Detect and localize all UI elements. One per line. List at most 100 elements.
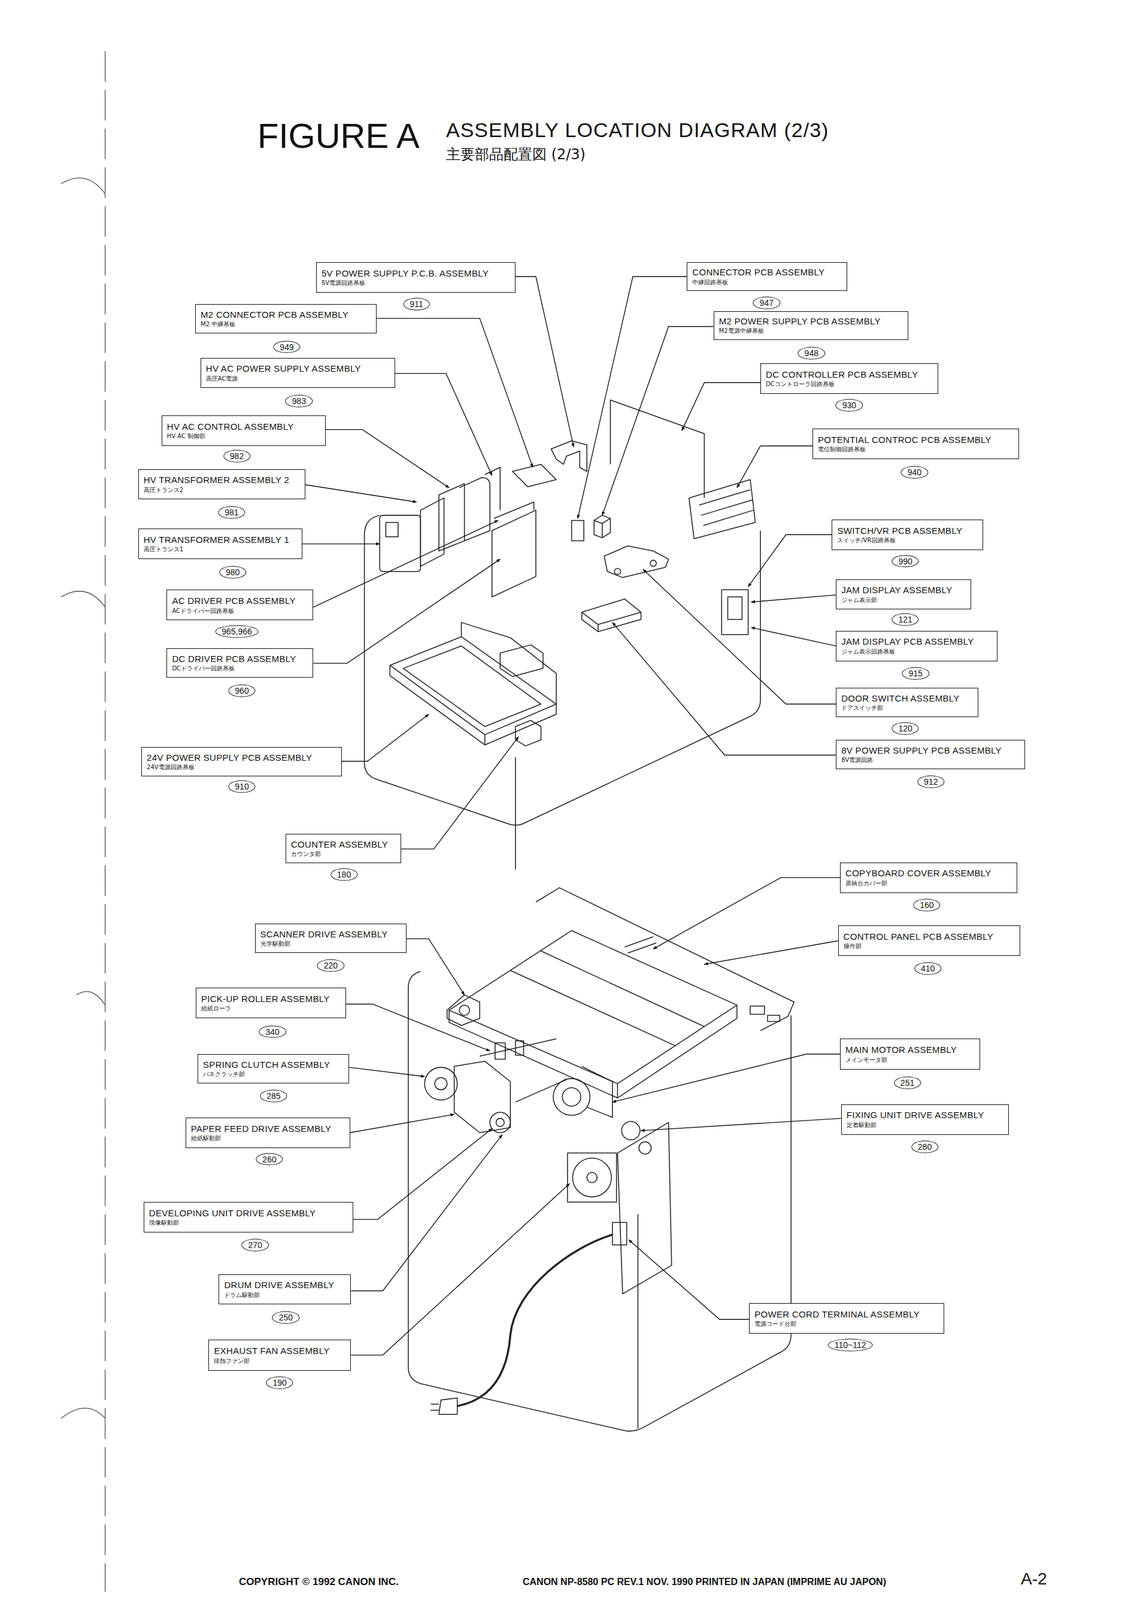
paper-feed-plate — [454, 1061, 511, 1133]
m2-power-pcb — [593, 515, 611, 539]
assembly-label-box: HV AC CONTROL ASSEMBLYHV AC 制御部 — [161, 415, 326, 447]
assembly-name-ja: ジャム表示回路基板 — [841, 648, 993, 656]
binder-marks — [61, 50, 105, 1593]
leader-lines — [302, 276, 842, 1356]
assembly-name-ja: 電源コード台部 — [754, 1320, 939, 1328]
8v-power-pcb — [581, 599, 642, 633]
motor-bracket — [581, 1066, 613, 1118]
assembly-name-ja: バネクラッチ部 — [202, 1071, 344, 1079]
diagram-title: ASSEMBLY LOCATION DIAGRAM (2/3) — [446, 119, 829, 141]
assembly-name: SWITCH/VR PCB ASSEMBLY — [837, 525, 978, 536]
assembly-label-box: SCANNER DRIVE ASSEMBLY光学駆動部 — [255, 923, 407, 954]
leader-line — [349, 1067, 425, 1077]
assembly-name-ja: 給紙ローラ — [201, 1005, 341, 1013]
hv-transformer-1 — [379, 515, 421, 572]
door-switch — [604, 546, 669, 578]
exhaust-fan-frame — [567, 1153, 617, 1203]
assembly-name-ja: 電位制御回路基板 — [817, 446, 1014, 454]
door-switch-detail — [650, 560, 657, 567]
callout-number: 251 — [893, 1076, 921, 1090]
page-number: A-2 — [1020, 1571, 1048, 1588]
callout-number: 912 — [917, 775, 945, 788]
callout-number: 220 — [317, 959, 345, 972]
callout-number: 980 — [219, 566, 247, 579]
assembly-name: DEVELOPING UNIT DRIVE ASSEMBLY — [149, 1208, 348, 1219]
assembly-name-ja: M2電源中継基板 — [719, 327, 903, 335]
fixing-gear — [638, 1142, 651, 1155]
assembly-name-ja: 高圧トランス1 — [143, 546, 297, 554]
copyboard-edge — [449, 1005, 738, 1099]
main-motor — [553, 1078, 590, 1116]
assembly-name: COUNTER ASSEMBLY — [290, 839, 396, 850]
assembly-label-box: SWITCH/VR PCB ASSEMBLYスイッチ/VR回路基板 — [831, 519, 984, 551]
transformer-detail — [385, 522, 398, 538]
assembly-name: HV AC CONTROL ASSEMBLY — [167, 421, 321, 432]
control-panel-key — [750, 1006, 765, 1015]
control-panel-key — [767, 1015, 780, 1022]
terminal-socket — [612, 1222, 627, 1246]
assembly-label-box: M2 POWER SUPPLY PCB ASSEMBLYM2電源中継基板 — [713, 311, 909, 341]
leader-line — [704, 941, 838, 965]
copyboard-cover — [535, 887, 794, 1032]
assembly-name-ja: DCコントローラ回路基板 — [765, 380, 933, 388]
callout-number: 250 — [272, 1311, 300, 1324]
assembly-label-box: AC DRIVER PCB ASSEMBLYACドライバー回路基板 — [166, 589, 314, 621]
callout-number: 410 — [914, 962, 942, 975]
callout-number: 990 — [891, 555, 919, 568]
assembly-label-box: M2 CONNECTOR PCB ASSEMBLYM2 中継基板 — [195, 304, 377, 334]
assembly-name: FIXING UNIT DRIVE ASSEMBLY — [846, 1110, 1004, 1121]
assembly-name-ja: 8V電源回路 — [841, 756, 1020, 764]
assembly-name-ja: 24V電源回路基板 — [146, 763, 337, 772]
drive-shaft — [515, 1080, 567, 1103]
hv-transformer-2 — [420, 498, 444, 567]
leader-line — [653, 877, 841, 949]
leader-line — [405, 938, 465, 996]
assembly-name: 8V POWER SUPPLY PCB ASSEMBLY — [841, 745, 1020, 756]
assembly-label-box: EXHAUST FAN ASSEMBLY排熱ファン部 — [208, 1339, 351, 1371]
callout-number: 120 — [891, 722, 919, 736]
lower-body-outline — [408, 971, 791, 1432]
callout-number: 121 — [891, 613, 919, 626]
assembly-name: HV TRANSFORMER ASSEMBLY 2 — [143, 474, 300, 485]
leader-line — [643, 569, 836, 705]
leader-line — [401, 737, 519, 850]
footer-text: CANON NP-8580 PC REV.1 NOV. 1990 PRINTED… — [522, 1577, 887, 1588]
power-plug — [430, 1398, 457, 1415]
assembly-name-ja: ドアスイッチ部 — [841, 704, 973, 712]
m2-connector-pcb — [512, 464, 557, 488]
leader-line — [751, 595, 836, 603]
leader-line — [302, 543, 381, 545]
assembly-name: HV AC POWER SUPPLY ASSEMBLY — [205, 363, 390, 374]
assembly-name: PAPER FEED DRIVE ASSEMBLY — [190, 1123, 345, 1134]
assembly-label-box: MAIN MOTOR ASSEMBLYメインモータ部 — [840, 1038, 981, 1070]
assembly-label-box: CONTROL PANEL PCB ASSEMBLY操作部 — [838, 925, 1021, 957]
pickup-roller — [515, 1041, 524, 1056]
leader-line — [681, 382, 761, 431]
leader-line — [641, 1118, 842, 1131]
assembly-name: CONNECTOR PCB ASSEMBLY — [692, 267, 842, 278]
tray-part — [499, 644, 544, 677]
potential-control-pcb — [689, 479, 756, 539]
assembly-name: EXHAUST FAN ASSEMBLY — [213, 1345, 346, 1357]
assembly-label-box: POTENTIAL CONTROC PCB ASSEMBLY電位制御回路基板 — [812, 428, 1020, 460]
upper-body-outline — [364, 515, 761, 826]
assembly-name: SPRING CLUTCH ASSEMBLY — [202, 1059, 344, 1070]
assembly-label-box: JAM DISPLAY ASSEMBLYジャム表示部 — [835, 579, 972, 609]
spring-clutch-hub — [434, 1077, 447, 1090]
assembly-label-box: CONNECTOR PCB ASSEMBLY中継回路基板 — [686, 262, 848, 291]
assembly-name-ja: 操作部 — [843, 943, 1015, 951]
assembly-name-ja: 給紙駆動部 — [190, 1135, 345, 1143]
24v-power-pcb — [402, 646, 541, 727]
pickup-shaft — [479, 1038, 557, 1057]
callout-number: 910 — [228, 780, 256, 794]
copyboard-divider — [510, 951, 705, 1047]
assembly-label-box: 8V POWER SUPPLY PCB ASSEMBLY8V電源回路 — [835, 740, 1026, 770]
callout-number: 285 — [259, 1090, 287, 1103]
assembly-name: 24V POWER SUPPLY PCB ASSEMBLY — [146, 752, 337, 763]
ac-driver-pcb — [493, 502, 534, 519]
binder-line — [104, 50, 106, 1593]
body-edge — [514, 757, 517, 870]
assembly-label-box: SPRING CLUTCH ASSEMBLYバネクラッチ部 — [197, 1054, 350, 1084]
assembly-name-ja: メインモータ部 — [845, 1056, 975, 1064]
